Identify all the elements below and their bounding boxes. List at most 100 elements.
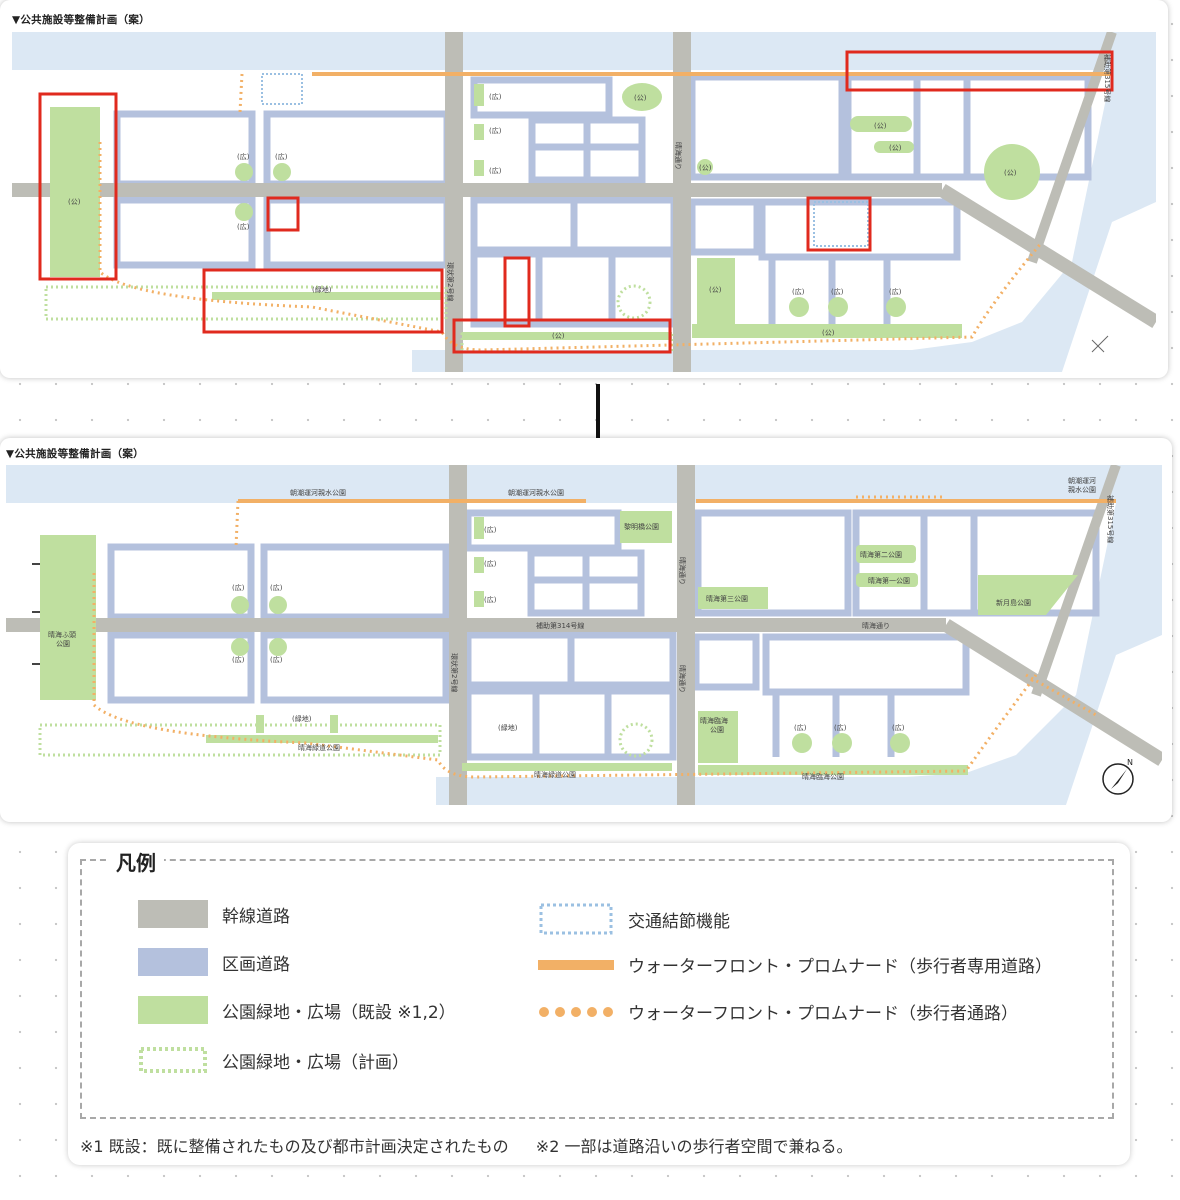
park-label-harumi-futo: 晴海ふ頭公園 [48,630,76,648]
legend-label: 公園緑地・広場（既設 ※1,2） [222,1002,456,1023]
park-label: (公) [822,329,835,337]
bottom-map-panel: ▼公共施設等整備計画（案） [0,438,1172,822]
park-label: (公) [889,144,902,152]
legend-notes: ※1 既設：既に整備されたもの及び都市計画決定されたもの ※2 一部は道路沿いの… [80,1133,874,1157]
park-label-harumi-rinkai-2: 晴海臨海公園 [802,772,844,781]
legend-item-promenade-path: ウォーターフロント・プロムナード（歩行者通路） [538,999,1018,1024]
legend-item-block-road: 区画道路 [138,948,290,976]
park-planned-swatch [139,1047,207,1073]
transit-node [813,201,869,247]
top-plan-map: (公) (広) (広) (広) (緑地) (広) (広) (広) (公) (公)… [12,32,1156,372]
legend-label: ウォーターフロント・プロムナード（歩行者専用道路） [628,957,1052,977]
plaza-label: (広) [232,655,245,664]
land-area-se [1066,635,1162,805]
plaza-label: (広) [270,583,283,592]
legend-label: ウォーターフロント・プロムナード（歩行者通路） [628,1004,1018,1024]
pier-marks [32,563,40,665]
plaza-label: (広) [834,723,847,732]
greenery-label: (緑地) [292,714,312,723]
park-label: (公) [68,198,81,206]
plaza-label: (広) [489,92,502,101]
park-label-asashio: 朝潮運河親水公園 [290,488,346,497]
park-label: (公) [634,94,647,102]
north-arrow-icon [1091,335,1109,353]
plaza-label: (広) [892,723,905,732]
legend-note-1: ※1 既設：既に整備されたもの及び都市計画決定されたもの [80,1137,509,1156]
legend-panel: 凡例 幹線道路 区画道路 公園緑地・広場（既設 ※1,2） 公園緑地・広場（計画… [68,843,1130,1165]
road-label-hojo315: 補助第315号線 [1106,495,1115,543]
legend-item-park-planned: 公園緑地・広場（計画） [138,1046,409,1074]
north-arrow-icon: N [1102,758,1134,795]
block-roads [107,509,1100,761]
bottom-map-title: ▼公共施設等整備計画（案） [6,448,144,460]
legend-note-2: ※2 一部は道路沿いの歩行者空間で兼ねる。 [535,1137,853,1156]
park-label-reimei: 黎明橋公園 [624,522,659,531]
road-label-kanjo2: 環状第2号線 [450,653,459,692]
plaza-label: (広) [237,152,250,161]
parks-planned [38,722,654,758]
park-label-ryokudo: 晴海緑道公園 [534,770,576,779]
plaza-label: (広) [237,222,250,231]
park-label: (公) [1004,169,1017,177]
parks-planned [44,284,674,354]
park-label-harumi-dai2: 晴海第二公園 [860,550,902,559]
park-label-asashio-east: 朝潮運河親水公園 [1068,476,1096,494]
greenery-label: (緑地) [498,723,518,732]
plaza-label: (広) [889,287,902,296]
top-map-panel: ▼公共施設等整備計画（案） [0,0,1168,378]
legend-item-promenade-exclusive: ウォーターフロント・プロムナード（歩行者専用道路） [538,952,1052,977]
pier [6,705,36,805]
plaza-label: (広) [794,723,807,732]
promenade-exclusive-swatch [538,959,614,970]
transit-node-swatch [539,903,613,935]
park-label-harumi-rinkai: 晴海臨海公園 [700,716,728,734]
legend-item-arterial: 幹線道路 [138,900,290,928]
block-roads [113,73,1092,328]
transit-node [261,73,303,105]
road-label-hojo314: 補助第314号線 [536,621,584,630]
park-label: (公) [699,164,712,172]
road-label-harumi-dori: 晴海通り [678,557,687,585]
park-existing-swatch [138,996,208,1024]
legend-label: 公園緑地・広場（計画） [222,1052,409,1073]
parks-existing [50,83,1040,340]
park-label-harumi-dai1: 晴海第一公園 [868,576,910,585]
legend-title: 凡例 [108,847,164,876]
plaza-label: (広) [232,583,245,592]
legend-frame [80,859,1114,1119]
change-highlights [38,50,1114,354]
legend-item-transit: 交通結節機能 [538,902,730,936]
road-label-kanjo: 環状第2号線 [446,262,455,301]
parks-existing [40,511,1078,775]
plaza-label: (広) [484,525,497,534]
park-label: (公) [874,122,887,130]
legend-item-park-existing: 公園緑地・広場（既設 ※1,2） [138,996,456,1024]
park-label-asashio: 朝潮運河親水公園 [508,488,564,497]
bottom-plan-map: 朝潮運河親水公園 朝潮運河親水公園 朝潮運河親水公園 黎明橋公園 晴海ふ頭公園 … [6,465,1162,805]
plaza-label: (広) [831,287,844,296]
top-map-title: ▼公共施設等整備計画（案） [12,14,150,26]
plaza-label: (広) [270,655,283,664]
plaza-label: (広) [489,166,502,175]
promenade-path-swatch [539,1006,613,1017]
park-label-harumi-dai3: 晴海第三公園 [706,594,748,603]
plaza-label: (広) [489,126,502,135]
road-label-harumi: 晴海通り [674,142,683,170]
park-label-ryokudo: 晴海緑道公園 [298,743,340,752]
legend-label: 区画道路 [222,954,290,975]
legend-label: 幹線道路 [222,906,290,927]
plaza-label: (広) [792,287,805,296]
north-label: N [1127,758,1133,767]
park-label: (公) [552,332,565,340]
block-road-swatch [138,948,208,976]
park-label-shingetsu: 新月島公園 [996,598,1031,607]
plaza-label: (広) [484,559,497,568]
park-label: (公) [709,286,722,294]
promenade [98,72,1112,352]
legend-label: 交通結節機能 [628,911,730,932]
plaza-label: (広) [275,152,288,161]
arterial-road-swatch [138,900,208,928]
road-label-tsukishima: 晴海通り [678,665,687,693]
arterial-roads [12,32,1156,372]
promenade [92,495,1116,779]
